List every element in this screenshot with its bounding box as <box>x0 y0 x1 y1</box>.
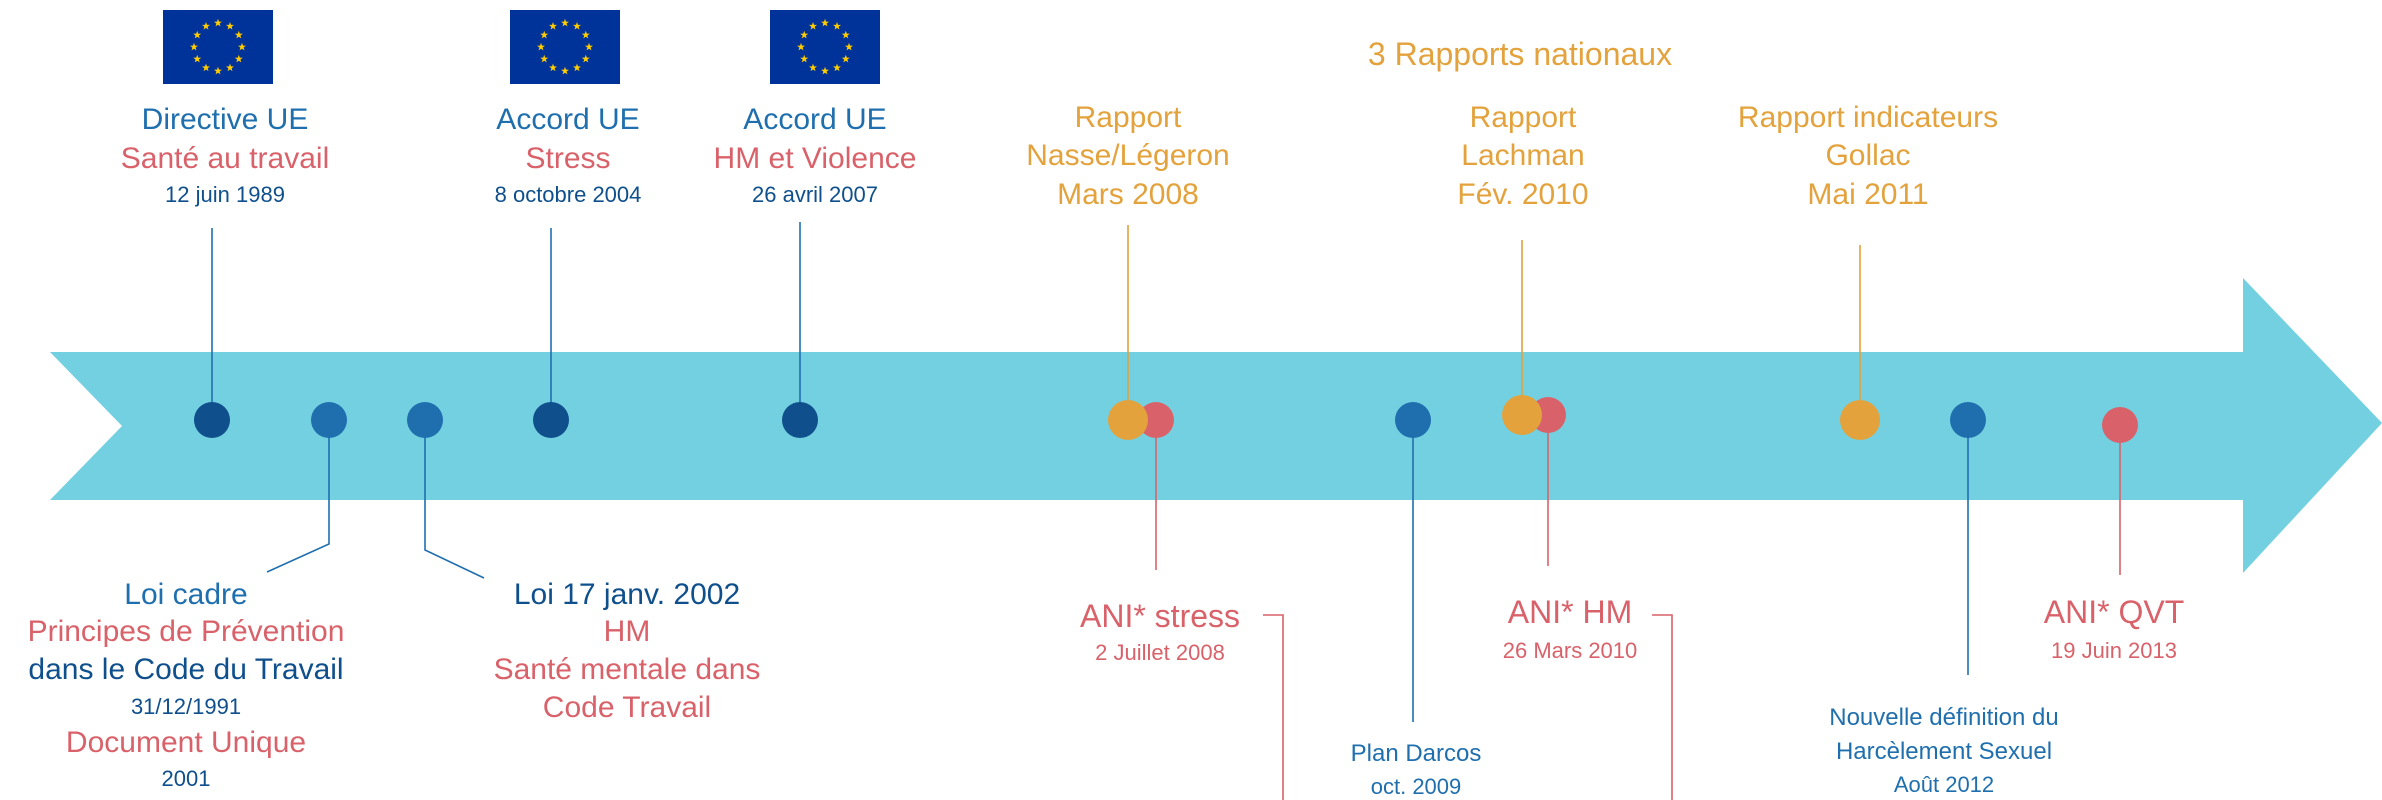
eu-event-1-line2: Santé au travail <box>120 142 330 175</box>
eu-flag-icon <box>770 10 880 84</box>
eu-flag-star <box>809 22 817 30</box>
eu-flag-star <box>581 54 590 63</box>
eu-flag-star <box>537 42 545 51</box>
harcelement-line2: Harcèlement Sexuel <box>1835 738 2053 765</box>
dot-nasse <box>1108 400 1148 440</box>
eu-flag-star <box>549 63 557 72</box>
loi-2002-line1: Loi 17 janv. 2002 <box>513 578 741 611</box>
report-3-date: Mai 2011 <box>1807 178 1929 211</box>
plan-darcos-line1: Plan Darcos <box>1350 740 1482 767</box>
report-2-line2: Lachman <box>1461 139 1585 172</box>
loi-cadre-line3: dans le Code du Travail <box>28 653 344 686</box>
dot-loi-cadre <box>311 402 347 438</box>
eu-flag-star <box>226 22 234 30</box>
eu-flag-star <box>573 22 581 30</box>
eu-flag-star <box>214 66 222 75</box>
eu-flag-star <box>833 22 841 30</box>
eu-flag-star <box>549 22 557 30</box>
loi-2002-line4: Code Travail <box>542 691 712 724</box>
eu-event-3-line1: Accord UE <box>743 103 887 136</box>
eu-flag-icon <box>510 10 620 84</box>
report-3-line2: Gollac <box>1825 139 1911 172</box>
eu-flag-star <box>193 54 202 63</box>
ani-qvt-title: ANI* QVT <box>2043 594 2185 630</box>
national-reports-header: 3 Rapports nationaux <box>1367 36 1673 72</box>
dot-ani-qvt <box>2102 407 2138 443</box>
eu-flag-star <box>821 66 829 75</box>
report-3-line1: Rapport indicateurs <box>1737 101 1999 134</box>
connector-loi-2002 <box>424 430 485 579</box>
loi-cadre-line4: Document Unique <box>65 726 307 759</box>
eu-flag-star <box>234 30 243 39</box>
eu-event-3-line2: HM et Violence <box>713 142 917 175</box>
report-1-date: Mars 2008 <box>1057 178 1199 211</box>
eu-flag-icon <box>163 10 273 84</box>
eu-flag-star <box>581 30 590 39</box>
ani-stress-date: 2 Juillet 2008 <box>1095 640 1225 665</box>
dot-directive-ue <box>194 402 230 438</box>
report-1-line2: Nasse/Légeron <box>1026 139 1230 172</box>
eu-event-1-date: 12 juin 1989 <box>165 182 285 207</box>
eu-flag-star <box>226 63 234 72</box>
eu-flag-star <box>202 22 210 30</box>
dot-loi-2002 <box>407 402 443 438</box>
report-2-line1: Rapport <box>1469 101 1577 134</box>
ani-stress-title: ANI* stress <box>1079 598 1241 634</box>
report-2-date: Fév. 2010 <box>1457 178 1589 211</box>
eu-flag-star <box>540 54 549 63</box>
eu-flag-star <box>190 42 198 51</box>
eu-flag-star <box>821 18 829 27</box>
ani-hm-title: ANI* HM <box>1507 594 1633 630</box>
loi-cadre-line1: Loi cadre <box>124 578 248 611</box>
bracket-ani-stress <box>1263 614 1284 800</box>
loi-cadre-line2: Principes de Prévention <box>27 615 345 648</box>
report-1-line1: Rapport <box>1074 101 1182 134</box>
eu-flag-star <box>841 54 850 63</box>
eu-flag-star <box>561 66 569 75</box>
bracket-ani-hm <box>1652 614 1673 800</box>
dot-accord-2007 <box>782 402 818 438</box>
dot-plan-darcos <box>1395 402 1431 438</box>
ani-qvt-date: 19 Juin 2013 <box>2051 638 2177 663</box>
eu-flag-star <box>202 63 210 72</box>
eu-event-2-date: 8 octobre 2004 <box>494 182 642 207</box>
dot-lachman <box>1502 395 1542 435</box>
eu-event-2-line2: Stress <box>525 142 611 175</box>
loi-2002-line3: Santé mentale dans <box>493 653 761 686</box>
eu-flag-star <box>573 63 581 72</box>
eu-flag-star <box>800 30 809 39</box>
eu-flag-star <box>800 54 809 63</box>
dot-harcelement <box>1950 402 1986 438</box>
eu-flag-star <box>561 18 569 27</box>
eu-flag-star <box>234 54 243 63</box>
dot-accord-2004 <box>533 402 569 438</box>
eu-event-3-date: 26 avril 2007 <box>752 182 878 207</box>
timeline-arrow <box>50 278 2382 573</box>
eu-flag-star <box>193 30 202 39</box>
harcelement-line1: Nouvelle définition du <box>1829 704 2059 731</box>
eu-flag-star <box>585 42 593 51</box>
eu-flag-star <box>238 42 246 51</box>
eu-flag-star <box>845 42 853 51</box>
ani-hm-date: 26 Mars 2010 <box>1502 638 1638 663</box>
loi-cadre-date: 31/12/1991 <box>130 694 242 719</box>
harcelement-date: Août 2012 <box>1893 772 1995 797</box>
eu-flag-star <box>833 63 841 72</box>
loi-2002-line2: HM <box>603 615 651 648</box>
loi-cadre-year: 2001 <box>161 766 211 791</box>
dot-gollac <box>1840 400 1880 440</box>
eu-event-2-line1: Accord UE <box>496 103 640 136</box>
eu-flag-star <box>214 18 222 27</box>
eu-flag-star <box>540 30 549 39</box>
dot-ani-stress <box>1138 402 1174 438</box>
plan-darcos-date: oct. 2009 <box>1370 774 1462 799</box>
connector-loi-cadre <box>266 430 330 573</box>
eu-flag-star <box>797 42 805 51</box>
eu-flag-star <box>809 63 817 72</box>
eu-event-1-line1: Directive UE <box>141 103 309 136</box>
eu-flag-star <box>841 30 850 39</box>
